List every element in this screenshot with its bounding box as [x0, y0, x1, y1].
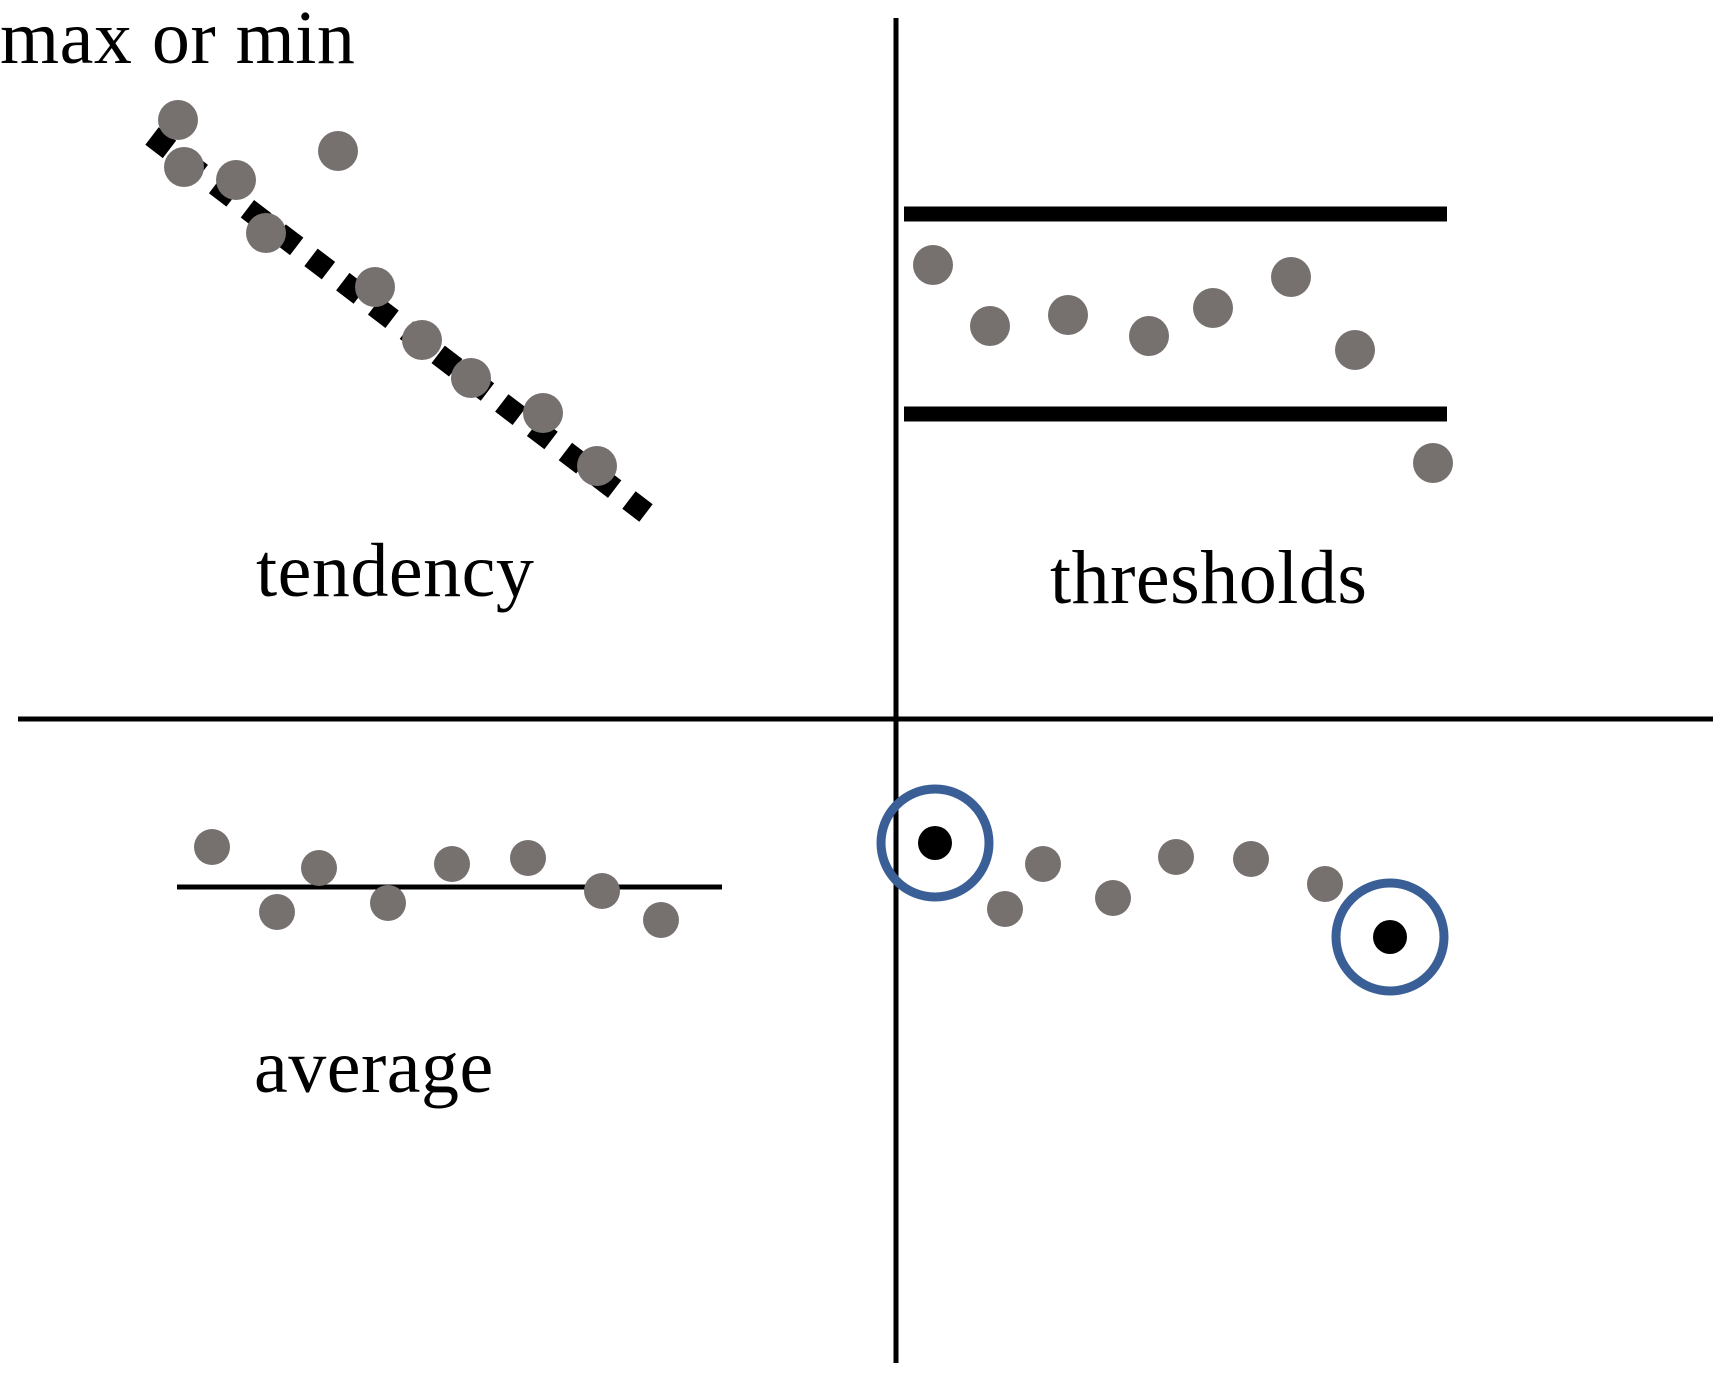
- data-point: [246, 213, 286, 253]
- quadrant-dividers: [18, 18, 1713, 1363]
- data-point: [158, 100, 198, 140]
- maxmin-points: [987, 839, 1343, 927]
- data-point: [1048, 295, 1088, 335]
- panel-max-or-min: [876, 784, 1449, 996]
- panel-average: [177, 829, 722, 938]
- data-point: [1233, 841, 1269, 877]
- panel-label-tendency: tendency: [256, 529, 535, 613]
- data-point: [370, 885, 406, 921]
- max-highlight-dot: [918, 826, 952, 860]
- data-point: [216, 160, 256, 200]
- average-points: [194, 829, 679, 938]
- data-point: [577, 446, 617, 486]
- data-point: [913, 245, 953, 285]
- data-point: [1307, 866, 1343, 902]
- panel-label-average: average: [254, 1025, 494, 1109]
- data-point: [970, 306, 1010, 346]
- panel-thresholds: [904, 206, 1453, 483]
- data-point: [1095, 880, 1131, 916]
- data-point: [318, 131, 358, 171]
- panel-tendency: [145, 100, 653, 522]
- data-point: [1025, 846, 1061, 882]
- data-point: [434, 846, 470, 882]
- data-point: [402, 320, 442, 360]
- data-point: [1271, 257, 1311, 297]
- data-point: [1193, 288, 1233, 328]
- panel-label-thresholds: thresholds: [1050, 536, 1368, 620]
- data-point: [643, 902, 679, 938]
- min-highlight-dot: [1373, 920, 1407, 954]
- min-highlight: [1331, 878, 1449, 996]
- data-point: [510, 840, 546, 876]
- data-point: [259, 894, 295, 930]
- upper-threshold-line: [904, 206, 1447, 222]
- data-point: [1413, 443, 1453, 483]
- tendency-points: [158, 100, 617, 486]
- panel-label-max-or-min: max or min: [0, 0, 356, 80]
- data-point: [584, 873, 620, 909]
- data-point: [164, 147, 204, 187]
- data-point: [1129, 316, 1169, 356]
- data-point: [987, 891, 1023, 927]
- data-point: [301, 850, 337, 886]
- data-point: [355, 267, 395, 307]
- data-point: [194, 829, 230, 865]
- max-highlight-ring: [876, 784, 994, 902]
- data-point: [1158, 839, 1194, 875]
- data-point: [523, 393, 563, 433]
- min-highlight-ring: [1331, 878, 1449, 996]
- data-point: [451, 358, 491, 398]
- data-point: [1335, 330, 1375, 370]
- lower-threshold-line: [904, 406, 1447, 422]
- max-highlight: [876, 784, 994, 902]
- thresholds-points: [913, 245, 1453, 483]
